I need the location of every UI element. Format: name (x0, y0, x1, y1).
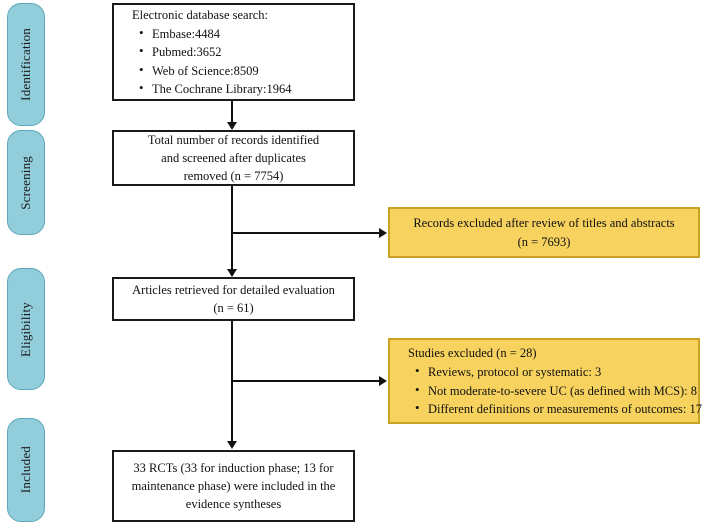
included-line-1: 33 RCTs (33 for induction phase; 13 for (133, 460, 334, 475)
included-line-3: evidence syntheses (185, 497, 282, 512)
list-item: Pubmed:3652 (139, 42, 292, 61)
connector-eligibility-to-studies-excluded (231, 380, 380, 382)
records-excluded-line-2: (n = 7693) (517, 234, 571, 249)
list-item: Web of Science:8509 (139, 61, 292, 80)
connector-screening-trunk (231, 186, 233, 276)
studies-excluded-reason-list: Reviews, protocol or systematic: 3 Not m… (408, 362, 702, 418)
box-eligibility: Articles retrieved for detailed evaluati… (112, 277, 355, 321)
arrowhead-down-screening (227, 122, 237, 130)
box-identification: Electronic database search: Embase:4484 … (112, 3, 355, 101)
stage-label-eligibility: Eligibility (18, 301, 33, 357)
list-item: The Cochrane Library:1964 (139, 79, 292, 98)
studies-excluded-heading: Studies excluded (n = 28) (408, 346, 537, 361)
identification-heading: Electronic database search: (132, 8, 269, 23)
box-records-excluded: Records excluded after review of titles … (388, 207, 700, 258)
stage-pill-eligibility: Eligibility (7, 268, 45, 390)
list-item: Embase:4484 (139, 24, 292, 43)
box-studies-excluded: Studies excluded (n = 28) Reviews, proto… (388, 338, 702, 424)
arrowhead-down-eligibility (227, 269, 237, 277)
arrowhead-right-records-excluded (379, 228, 387, 238)
included-line-2: maintenance phase) were included in the (131, 478, 336, 493)
arrowhead-right-studies-excluded (379, 376, 387, 386)
connector-screening-to-records-excluded (231, 232, 380, 234)
eligibility-line-1: Articles retrieved for detailed evaluati… (132, 282, 335, 297)
connector-eligibility-trunk (231, 321, 233, 444)
screening-line-3: removed (n = 7754) (183, 169, 284, 184)
records-excluded-line-1: Records excluded after review of titles … (413, 216, 675, 231)
screening-line-1: Total number of records identified (147, 132, 320, 147)
stage-label-screening: Screening (18, 155, 33, 210)
stage-label-identification: Identification (18, 28, 33, 101)
arrowhead-down-included (227, 441, 237, 449)
box-screening: Total number of records identified and s… (112, 130, 355, 186)
stage-pill-identification: Identification (7, 3, 45, 126)
stage-pill-screening: Screening (7, 130, 45, 235)
list-item: Not moderate-to-severe UC (as defined wi… (415, 380, 702, 400)
list-item: Reviews, protocol or systematic: 3 (415, 362, 702, 381)
connector-identification-to-screening (231, 101, 233, 123)
list-item: Different definitions or measurements of… (415, 399, 702, 418)
box-included: 33 RCTs (33 for induction phase; 13 for … (112, 450, 355, 522)
eligibility-line-2: (n = 61) (213, 301, 254, 315)
stage-pill-included: Included (7, 418, 45, 522)
screening-line-2: and screened after duplicates (161, 150, 306, 165)
stage-label-included: Included (18, 446, 33, 494)
identification-source-list: Embase:4484 Pubmed:3652 Web of Science:8… (132, 24, 292, 98)
